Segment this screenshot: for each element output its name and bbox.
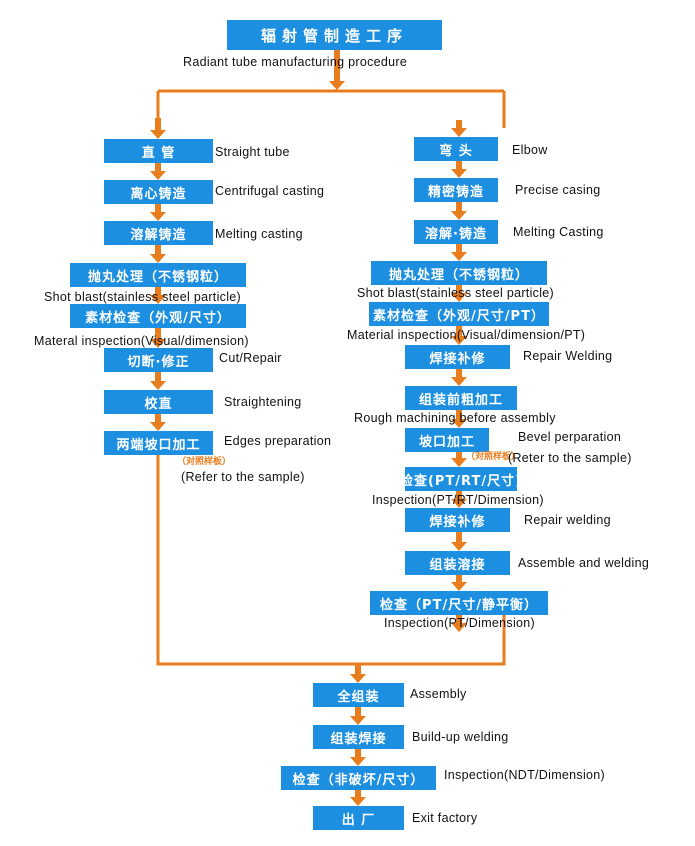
step-assemble-welding-label: Assemble and welding — [518, 556, 650, 570]
note-refer-sample-right: (Reter to the sample) — [508, 451, 632, 465]
step-assembly-label: Assembly — [410, 687, 467, 701]
arrow-head — [150, 254, 166, 263]
step-inspection-pt-balance: 检查（PT/尺寸/静平衡） — [370, 591, 548, 615]
step-rough-machining: 组装前粗加工 — [405, 386, 517, 410]
step-material-inspection-right-label: Material inspection(Visual/dimension/PT) — [347, 328, 586, 342]
arrow-head — [150, 171, 166, 180]
arrow-head — [350, 757, 366, 766]
step-shot-blast-right-label: Shot blast(stainless steel particle) — [357, 286, 554, 300]
arrow-head — [150, 212, 166, 221]
step-inspection-ndt: 检查（非破坏/尺寸） — [281, 766, 436, 790]
step-straight-tube-label: Straight tube — [215, 145, 290, 159]
step-repair-welding-right-1: 焊接补修 — [405, 345, 510, 369]
arrow-head — [150, 422, 166, 431]
step-centrifugal-casting: 离心铸造 — [104, 180, 213, 204]
step-melting-casting-right-label: Melting Casting — [513, 225, 604, 239]
title-english: Radiant tube manufacturing procedure — [183, 55, 408, 69]
step-build-up-welding-label: Build-up welding — [412, 730, 509, 744]
step-shot-blast-left-label: Shot blast(stainless steel particle) — [44, 290, 241, 304]
step-repair-welding-right-2: 焊接补修 — [405, 508, 510, 532]
step-straightening: 校直 — [104, 390, 213, 414]
merge-line — [156, 455, 506, 666]
arrow-head — [350, 674, 366, 683]
step-elbow-label: Elbow — [512, 143, 548, 157]
arrow-head — [451, 252, 467, 261]
step-inspection-ndt-label: Inspection(NDT/Dimension) — [444, 768, 606, 782]
arrow-head — [150, 381, 166, 390]
arrow-head — [350, 716, 366, 725]
arrow-head — [451, 458, 467, 467]
arrow-head — [150, 339, 166, 348]
step-build-up-welding: 组装焊接 — [313, 725, 404, 749]
step-melting-casting-right: 溶解·铸造 — [414, 220, 498, 244]
note-refer-sample-right-zh: （对照样板） — [466, 452, 521, 462]
step-edges-preparation: 两端坡口加工 — [104, 431, 213, 455]
step-melting-casting-left-label: Melting casting — [215, 227, 303, 241]
step-repair-welding-right-1-label: Repair Welding — [523, 349, 613, 363]
step-exit-factory: 出 厂 — [313, 806, 404, 830]
step-material-inspection-left-label: Materal inspection(Visual/dimension) — [34, 334, 249, 348]
arrow-head — [150, 295, 166, 304]
step-bevel-preparation-label: Bevel perparation — [518, 430, 622, 444]
arrow-head — [451, 169, 467, 178]
arrow-head — [451, 128, 467, 137]
step-shot-blast-right: 抛丸处理（不锈钢粒） — [371, 261, 547, 285]
step-inspection-pt-rt: 检查(PT/RT/尺寸) — [400, 467, 521, 491]
step-rough-machining-label: Rough machining before assembly — [354, 411, 556, 425]
step-assemble-welding: 组装溶接 — [405, 551, 510, 575]
note-refer-sample-left-zh: （对照样板） — [177, 457, 232, 467]
step-precise-casting-label: Precise casing — [515, 183, 601, 197]
step-straight-tube: 直 管 — [104, 139, 213, 163]
step-precise-casting: 精密铸造 — [414, 178, 498, 202]
step-exit-factory-label: Exit factory — [412, 811, 478, 825]
step-straightening-label: Straightening — [224, 395, 302, 409]
arrow-head — [451, 542, 467, 551]
arrow-head — [150, 130, 166, 139]
title-box: 辐射管制造工序 — [227, 20, 442, 50]
step-inspection-pt-rt-label: Inspection(PT/RT/Dimension) — [372, 493, 544, 507]
step-material-inspection-left: 素材检查（外观/尺寸） — [70, 304, 246, 328]
step-shot-blast-left: 抛丸处理（不锈钢粒） — [70, 263, 246, 287]
step-bevel-preparation: 坡口加工 — [405, 428, 489, 452]
arrow-head — [451, 499, 467, 508]
note-refer-sample-left: (Refer to the sample) — [181, 470, 305, 484]
arrow-head — [451, 377, 467, 386]
arrow-head — [451, 623, 467, 632]
step-cut-repair-label: Cut/Repair — [219, 351, 282, 365]
step-cut-repair: 切断·修正 — [104, 348, 213, 372]
arrow-head — [350, 797, 366, 806]
arrow-head — [451, 419, 467, 428]
step-melting-casting-left: 溶解铸造 — [104, 221, 213, 245]
step-elbow: 弯 头 — [414, 137, 498, 161]
arrow-head — [451, 211, 467, 220]
step-material-inspection-right: 素材检查（外观/尺寸/PT） — [369, 302, 549, 326]
step-centrifugal-casting-label: Centrifugal casting — [215, 184, 325, 198]
arrow-head — [451, 293, 467, 302]
arrow-head — [451, 582, 467, 591]
step-assembly: 全组装 — [313, 683, 404, 707]
arrow-head — [451, 336, 467, 345]
step-inspection-pt-balance-label: Inspection(PT/Dimension) — [384, 616, 536, 630]
step-repair-welding-right-2-label: Repair welding — [524, 513, 611, 527]
arrow-head — [329, 81, 345, 90]
step-edges-preparation-label: Edges preparation — [224, 434, 332, 448]
